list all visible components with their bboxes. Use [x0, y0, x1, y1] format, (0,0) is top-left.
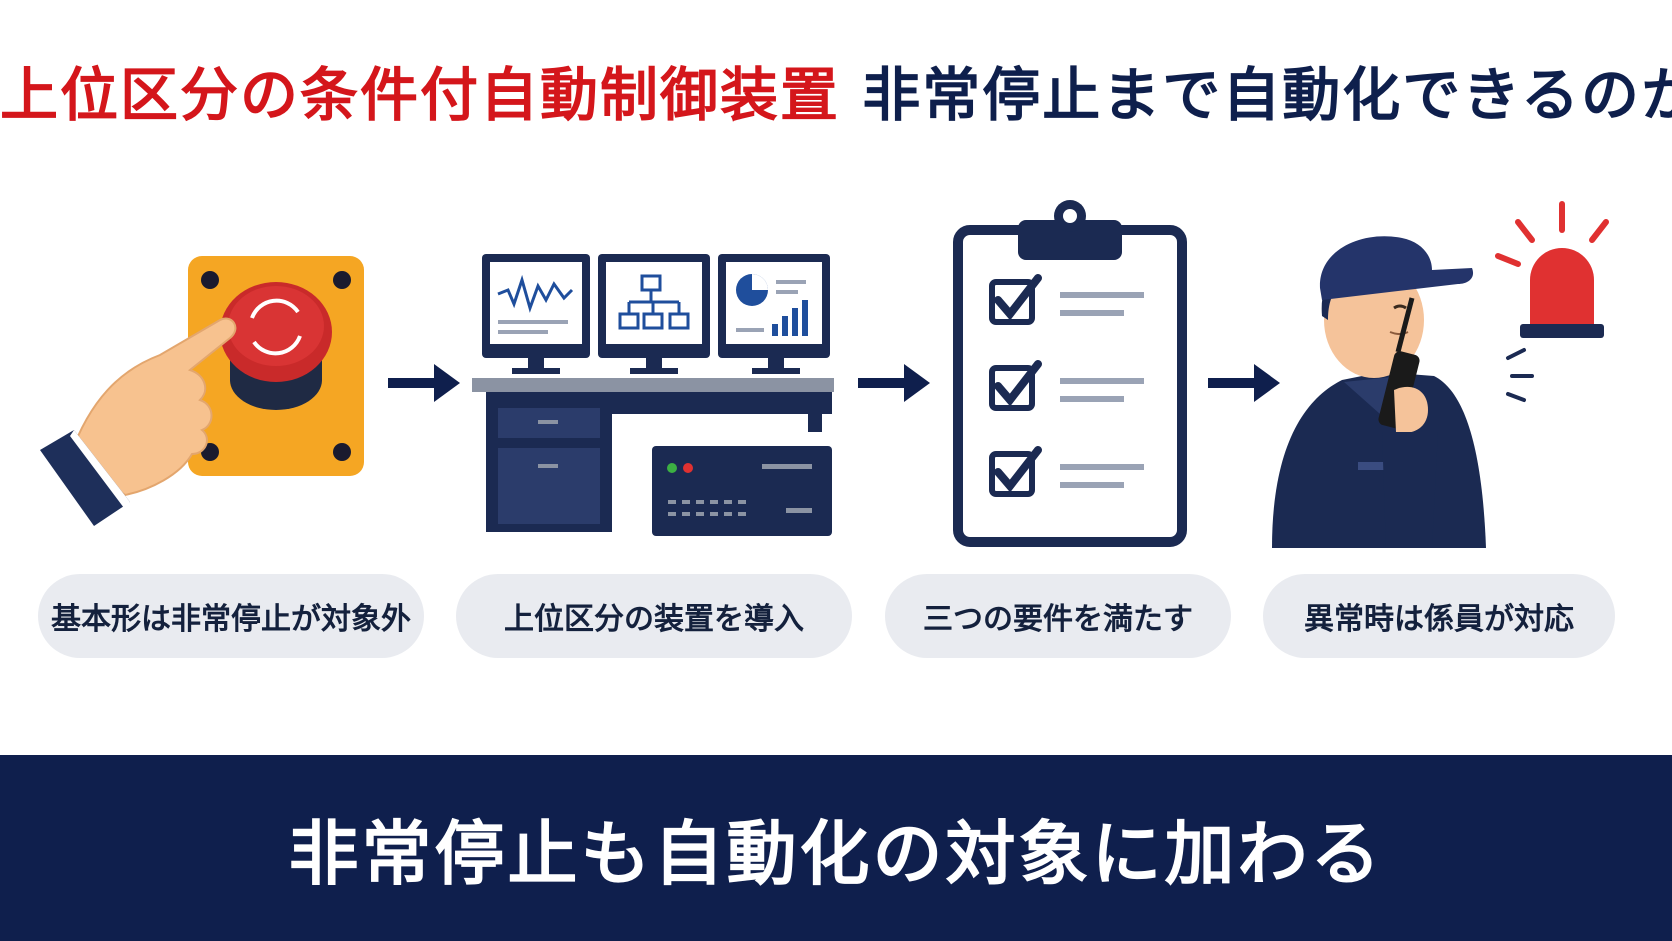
title-rest: 非常停止まで自動化できるのか — [862, 61, 1672, 129]
arrow-right-icon — [858, 364, 930, 402]
checklist-clipboard-icon — [953, 200, 1187, 547]
banner-text: 非常停止も自動化の対象に加わる — [288, 812, 1384, 895]
warning-light-icon — [1495, 201, 1609, 402]
conclusion-banner: 非常停止も自動化の対象に加わる — [0, 755, 1672, 941]
emergency-stop-button-icon — [40, 256, 364, 526]
staff-with-radio-icon — [1272, 201, 1609, 548]
step-label-2: 上位区分の装置を導入 — [456, 574, 852, 658]
control-workstation-icon — [472, 254, 834, 536]
title-highlight: 上位区分の条件付自動制御装置 — [0, 61, 841, 129]
step-label-text: 異常時は係員が対応 — [1304, 602, 1574, 637]
page-title: 上位区分の条件付自動制御装置 非常停止まで自動化できるのか — [0, 48, 1672, 132]
arrow-right-icon — [1208, 364, 1280, 402]
step-label-text: 基本形は非常停止が対象外 — [51, 602, 411, 637]
arrow-right-icon — [388, 364, 460, 402]
step-label-text: 三つの要件を満たす — [923, 602, 1193, 637]
step-label-text: 上位区分の装置を導入 — [504, 602, 804, 637]
step-label-4: 異常時は係員が対応 — [1263, 574, 1615, 658]
step-label-3: 三つの要件を満たす — [885, 574, 1231, 658]
step-label-1: 基本形は非常停止が対象外 — [38, 574, 424, 658]
